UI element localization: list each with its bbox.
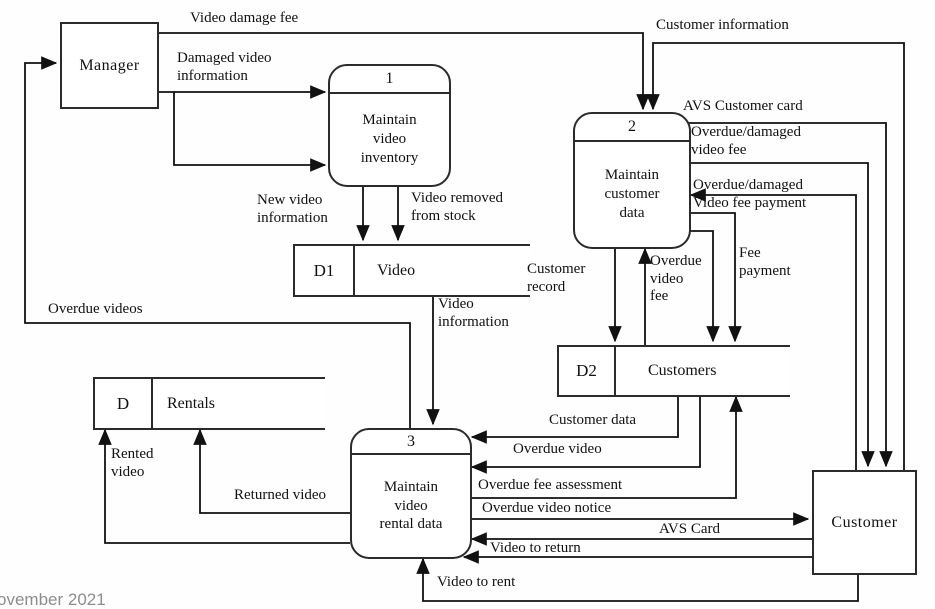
flow-line-overdue-video <box>470 393 701 474</box>
flow-label-overdue-video-fee: Overdue video fee <box>650 253 702 305</box>
datastore-d1-id: D1 <box>295 246 355 295</box>
flow-line-p2-to-d2-payment <box>687 230 720 343</box>
flow-label-avs-customer-card: AVS Customer card <box>683 98 803 114</box>
flow-label-video-removed-from-stock: Video removed from stock <box>411 190 503 224</box>
flow-line-overdue-fee-assessment <box>468 395 743 499</box>
flow-label-fee-payment: Fee payment <box>739 245 791 279</box>
flow-line-rented-video <box>98 428 350 544</box>
datastore-d2-customers: D2 Customers <box>557 345 790 397</box>
flow-label-video-to-return: Video to return <box>490 540 581 556</box>
flow-label-avs-card: AVS Card <box>659 521 720 537</box>
entity-customer: Customer <box>812 470 917 575</box>
flow-label-overdue-fee-assessment: Overdue fee assessment <box>478 477 623 493</box>
flow-line-fee-payment <box>687 212 742 343</box>
flow-line-video-to-rent <box>416 557 859 602</box>
flow-label-damaged-video-information: Damaged video information <box>177 50 272 84</box>
datastore-d-name: Rentals <box>167 394 215 412</box>
flow-label-customer-record: Customer record <box>527 261 586 295</box>
datastore-d-rentals: D Rentals <box>93 377 325 430</box>
process-2-name: Maintain customer data <box>604 167 660 221</box>
process-1-maintain-video-inventory: 1 Maintain video inventory <box>328 64 451 187</box>
datastore-d-id: D <box>95 379 153 428</box>
process-1-name: Maintain video inventory <box>360 112 419 166</box>
flow-label-video-information: Video information <box>438 296 509 330</box>
flow-line-video-damage-fee <box>155 32 650 111</box>
flow-label-customer-information: Customer information <box>656 17 789 33</box>
flow-label-overdue-videos: Overdue videos <box>48 301 143 317</box>
flow-label-returned-video: Returned video <box>234 487 327 503</box>
flow-label-customer-data: Customer data <box>549 412 637 428</box>
entity-manager: Manager <box>60 22 159 109</box>
flow-line-customer-data <box>470 393 679 444</box>
flow-line-manager-to-p1-lower <box>173 92 327 172</box>
process-2-maintain-customer-data: 2 Maintain customer data <box>573 112 691 249</box>
flow-line-customer-information <box>646 42 905 470</box>
flow-label-rented-video: Rented video <box>111 446 154 480</box>
flow-line-overdue-damaged-video-fee-payment <box>689 188 857 470</box>
flow-line-overdue-videos <box>24 56 411 428</box>
flow-label-overdue-video-notice: Overdue video notice <box>482 500 612 516</box>
flow-label-video-damage-fee: Video damage fee <box>190 10 299 26</box>
process-2-number: 2 <box>575 114 689 142</box>
datastore-d1-video: D1 Video <box>293 244 530 297</box>
datastore-d2-id: D2 <box>559 347 616 395</box>
datastore-d2-name: Customers <box>648 362 717 379</box>
datastore-d1-name: Video <box>377 261 416 279</box>
process-3-maintain-video-rental-data: 3 Maintain video rental data <box>350 428 472 559</box>
flow-line-overdue-damaged-video-fee <box>687 162 875 468</box>
flow-label-overdue-damaged-video-fee-payment: Overdue/damaged Video fee payment <box>693 177 807 211</box>
entity-manager-label: Manager <box>79 56 140 74</box>
flow-line-returned-video <box>193 428 350 514</box>
flow-label-overdue-damaged-video-fee: Overdue/damaged video fee <box>691 124 801 158</box>
process-3-number: 3 <box>352 430 470 455</box>
entity-customer-label: Customer <box>831 513 898 531</box>
process-1-number: 1 <box>330 66 449 94</box>
process-3-name: Maintain video rental data <box>379 478 443 533</box>
date-caption: ovember 2021 <box>0 590 106 609</box>
flow-line-avs-customer-card <box>687 122 893 468</box>
flow-label-video-to-rent: Video to rent <box>437 574 516 590</box>
flow-label-new-video-information: New video information <box>257 192 328 226</box>
flow-label-overdue-video: Overdue video <box>513 441 602 457</box>
